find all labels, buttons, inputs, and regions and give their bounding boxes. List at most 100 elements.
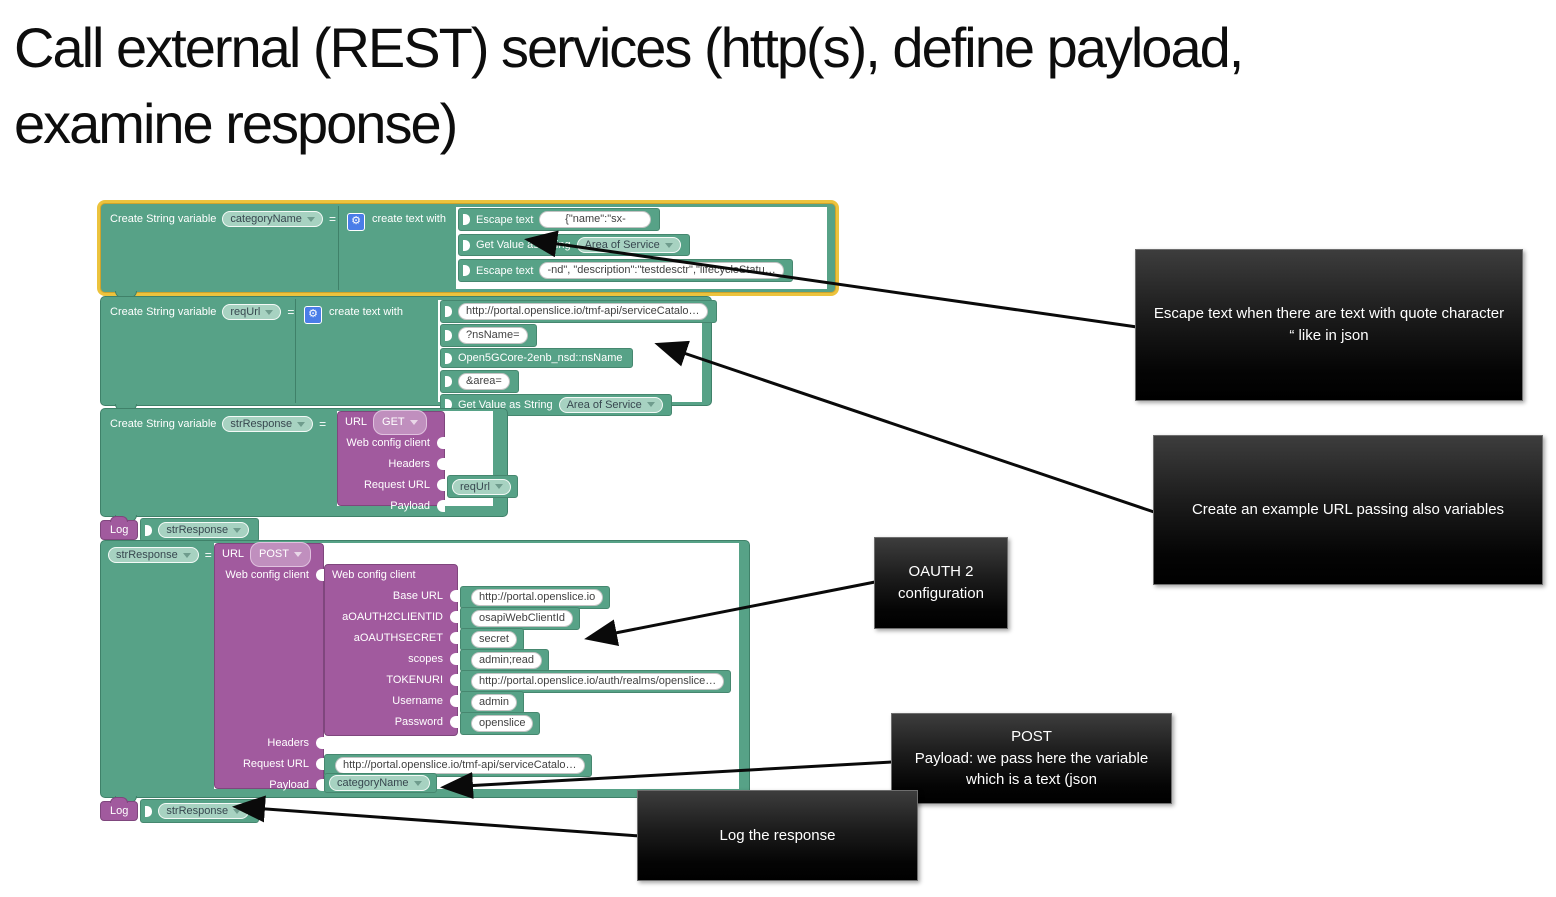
block-set-strresponse-post[interactable]: strResponse = URL POST Web config client… (100, 540, 750, 803)
text-field[interactable]: ?nsName= (458, 327, 528, 344)
block-escape-text-2[interactable]: Escape text -nd", "description":"testdes… (458, 259, 793, 282)
block-url-get[interactable]: URL GET Web config client Headers Reques… (337, 410, 445, 512)
input-payload: Payload (338, 496, 445, 517)
input-password: Password (325, 712, 458, 733)
block-text-oauthsecret[interactable]: secret (460, 628, 524, 651)
gear-icon[interactable]: ⚙ (347, 213, 365, 231)
block-set-strresponse-get[interactable]: Create String variable strResponse = URL… (100, 408, 518, 522)
block-text-area-param[interactable]: &area= (440, 369, 519, 393)
inputs-area: Escape text {"name":"sx- Get Value as St… (456, 207, 827, 289)
socket (450, 695, 458, 707)
block-set-requrl[interactable]: Create String variable reqUrl = ⚙ create… (100, 296, 717, 416)
log-label[interactable]: Log (100, 797, 139, 821)
socket-notch (445, 330, 452, 341)
variable-name: categoryName (337, 777, 409, 789)
socket (450, 674, 458, 686)
block-variable-categoryname[interactable]: categoryName (324, 773, 437, 793)
method-value: GET (382, 416, 405, 428)
text-field[interactable]: {"name":"sx- (539, 211, 652, 228)
block-create-text-with[interactable]: ⚙ create text with (295, 299, 420, 403)
variable-name: strResponse (166, 524, 229, 536)
text-field[interactable]: secret (471, 631, 517, 648)
block-text-url-base[interactable]: http://portal.openslice.io/tmf-api/servi… (440, 300, 717, 323)
callout-text: Escape text when there are text with quo… (1153, 305, 1505, 344)
block-get-value-as-string-1[interactable]: Get Value as String Area of Service (458, 234, 690, 256)
variable-dropdown-categoryname-value[interactable]: categoryName (329, 775, 430, 791)
text-field[interactable]: openslice (471, 715, 534, 732)
method-dropdown-post[interactable]: POST (250, 542, 311, 567)
chevron-down-icon (233, 527, 242, 533)
text-field[interactable]: -nd", "description":"testdesctr","lifecy… (539, 262, 784, 279)
text-field[interactable]: admin;read (471, 652, 543, 669)
text-field[interactable]: admin (471, 694, 517, 711)
inputs-area: URL GET Web config client Headers Reques… (337, 410, 518, 512)
variable-name: strResponse (166, 805, 229, 817)
input-oauthsecret: aOAUTHSECRET (325, 628, 458, 649)
callout-text: Payload: we pass here the variable which… (914, 749, 1149, 789)
get-value-label: Get Value as String (458, 398, 553, 411)
variable-dropdown-strresponse[interactable]: strResponse (222, 416, 314, 432)
block-nsname-variable[interactable]: Open5GCore-2enb_nsd::nsName (440, 348, 634, 368)
text-field[interactable]: http://portal.openslice.io/auth/realms/o… (471, 673, 725, 690)
block-url-post[interactable]: URL POST Web config client Headers Reque… (214, 542, 324, 791)
block-log-2[interactable]: Log strResponse (100, 797, 260, 823)
block-variable-strresponse[interactable]: strResponse (140, 799, 260, 823)
dropdown-area-of-service[interactable]: Area of Service (558, 396, 663, 413)
dropdown-area-of-service[interactable]: Area of Service (576, 237, 681, 253)
variable-dropdown-strresponse[interactable]: strResponse (158, 522, 250, 538)
block-text-base-url[interactable]: http://portal.openslice.io (460, 586, 611, 609)
text-field[interactable]: http://portal.openslice.io (471, 589, 604, 606)
variable-dropdown-categoryname[interactable]: categoryName (222, 211, 323, 227)
socket-notch (445, 399, 452, 410)
callout-post-payload: POST Payload: we pass here the variable … (891, 713, 1172, 804)
arrow-example-url (654, 340, 1155, 514)
method-value: POST (259, 548, 289, 560)
block-text-username[interactable]: admin (460, 691, 524, 714)
text-field[interactable]: http://portal.openslice.io/tmf-api/servi… (458, 303, 708, 320)
socket-notch (145, 524, 153, 536)
block-text-nsname-param[interactable]: ?nsName= (440, 324, 537, 347)
method-dropdown-get[interactable]: GET (373, 410, 427, 435)
slide-title: Call external (REST) services (http(s), … (14, 16, 1244, 156)
socket (316, 758, 324, 770)
log-label[interactable]: Log (100, 516, 139, 540)
input-web-config-client: Web config client (338, 433, 445, 454)
callout-title: POST (1011, 727, 1052, 745)
block-set-categoryname[interactable]: Create String variable categoryName = ⚙ … (100, 203, 836, 298)
text-field[interactable]: osapiWebClientId (471, 610, 574, 627)
block-log-1[interactable]: Log strResponse (100, 516, 260, 542)
block-text-password[interactable]: openslice (460, 712, 541, 735)
block-variable-strresponse[interactable]: strResponse (140, 518, 260, 542)
input-oauth2clientid: aOAUTH2CLIENTID (325, 607, 458, 628)
block-variable-requrl[interactable]: reqUrl (447, 475, 518, 498)
socket (450, 653, 458, 665)
block-text-tokenuri[interactable]: http://portal.openslice.io/auth/realms/o… (460, 670, 732, 693)
variable-dropdown-strresponse[interactable]: strResponse (158, 803, 250, 819)
variable-dropdown-strresponse[interactable]: strResponse (108, 547, 199, 563)
variable-dropdown-requrl[interactable]: reqUrl (222, 304, 282, 320)
input-headers: Headers (215, 733, 324, 754)
text-field[interactable]: &area= (458, 372, 510, 390)
block-create-text-with[interactable]: ⚙ create text with (338, 206, 463, 290)
block-text-oauth2clientid[interactable]: osapiWebClientId (460, 607, 581, 630)
socket (437, 500, 445, 512)
gear-icon[interactable]: ⚙ (304, 306, 322, 324)
text-field[interactable]: http://portal.openslice.io/tmf-api/servi… (335, 757, 585, 774)
socket-notch (463, 265, 470, 276)
socket (450, 611, 458, 623)
callout-log-response: Log the response (637, 790, 918, 881)
arrow-log-response (232, 795, 641, 838)
input-headers: Headers (338, 454, 445, 475)
variable-name: categoryName (230, 213, 302, 225)
equals-sign: = (328, 212, 336, 226)
create-text-with-label: create text with (372, 213, 446, 225)
chevron-down-icon (233, 808, 242, 814)
equals-sign: = (204, 548, 212, 562)
input-tokenuri: TOKENURI (325, 670, 458, 691)
variable-dropdown-requrl-value[interactable]: reqUrl (452, 478, 511, 495)
socket (437, 479, 445, 491)
block-text-scopes[interactable]: admin;read (460, 649, 550, 672)
block-escape-text-1[interactable]: Escape text {"name":"sx- (458, 208, 661, 231)
block-web-config-client[interactable]: Web config client Base URL aOAUTH2CLIENT… (324, 564, 458, 736)
chevron-down-icon (293, 552, 302, 557)
